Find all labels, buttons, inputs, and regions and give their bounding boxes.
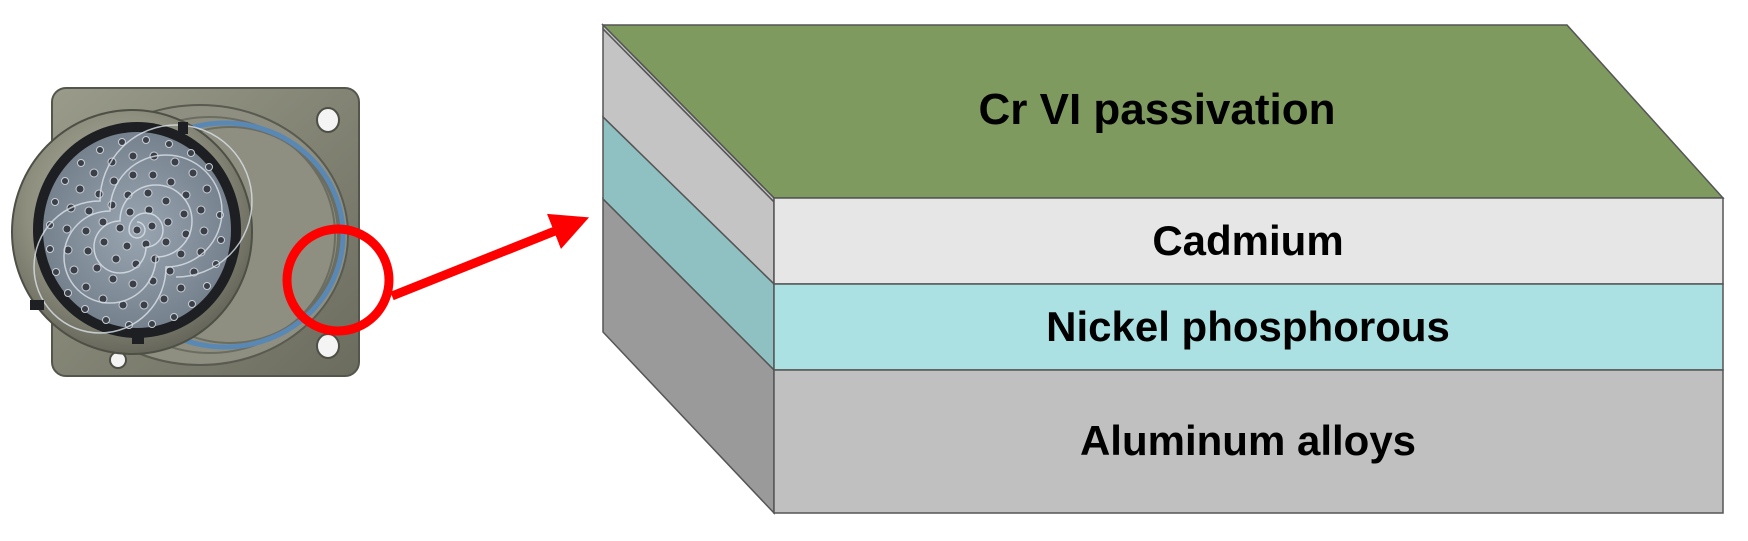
flange-hole-top-right bbox=[316, 107, 340, 133]
ring-notch-left bbox=[30, 300, 44, 310]
cadmium-front-face bbox=[773, 197, 1724, 285]
ring-notch-bottom bbox=[132, 330, 144, 344]
connector-image bbox=[11, 87, 360, 377]
highlight-circle bbox=[282, 224, 394, 336]
label-nickel-phosphorous: Nickel phosphorous bbox=[1046, 303, 1450, 350]
layer-stack bbox=[601, 23, 1725, 515]
ring-notch-top bbox=[178, 122, 188, 134]
aluminum-alloys-front-face bbox=[773, 369, 1724, 514]
label-aluminum-alloys: Aluminum alloys bbox=[1080, 417, 1416, 464]
nickel-phosphorous-front-face bbox=[773, 283, 1724, 371]
label-passivation: Cr VI passivation bbox=[978, 85, 1335, 134]
insert-spiral bbox=[33, 124, 253, 334]
label-cadmium: Cadmium bbox=[1152, 217, 1343, 264]
zoom-arrow bbox=[390, 213, 590, 301]
contact-pins bbox=[46, 136, 225, 329]
flange-hole-bottom-right bbox=[316, 333, 340, 359]
